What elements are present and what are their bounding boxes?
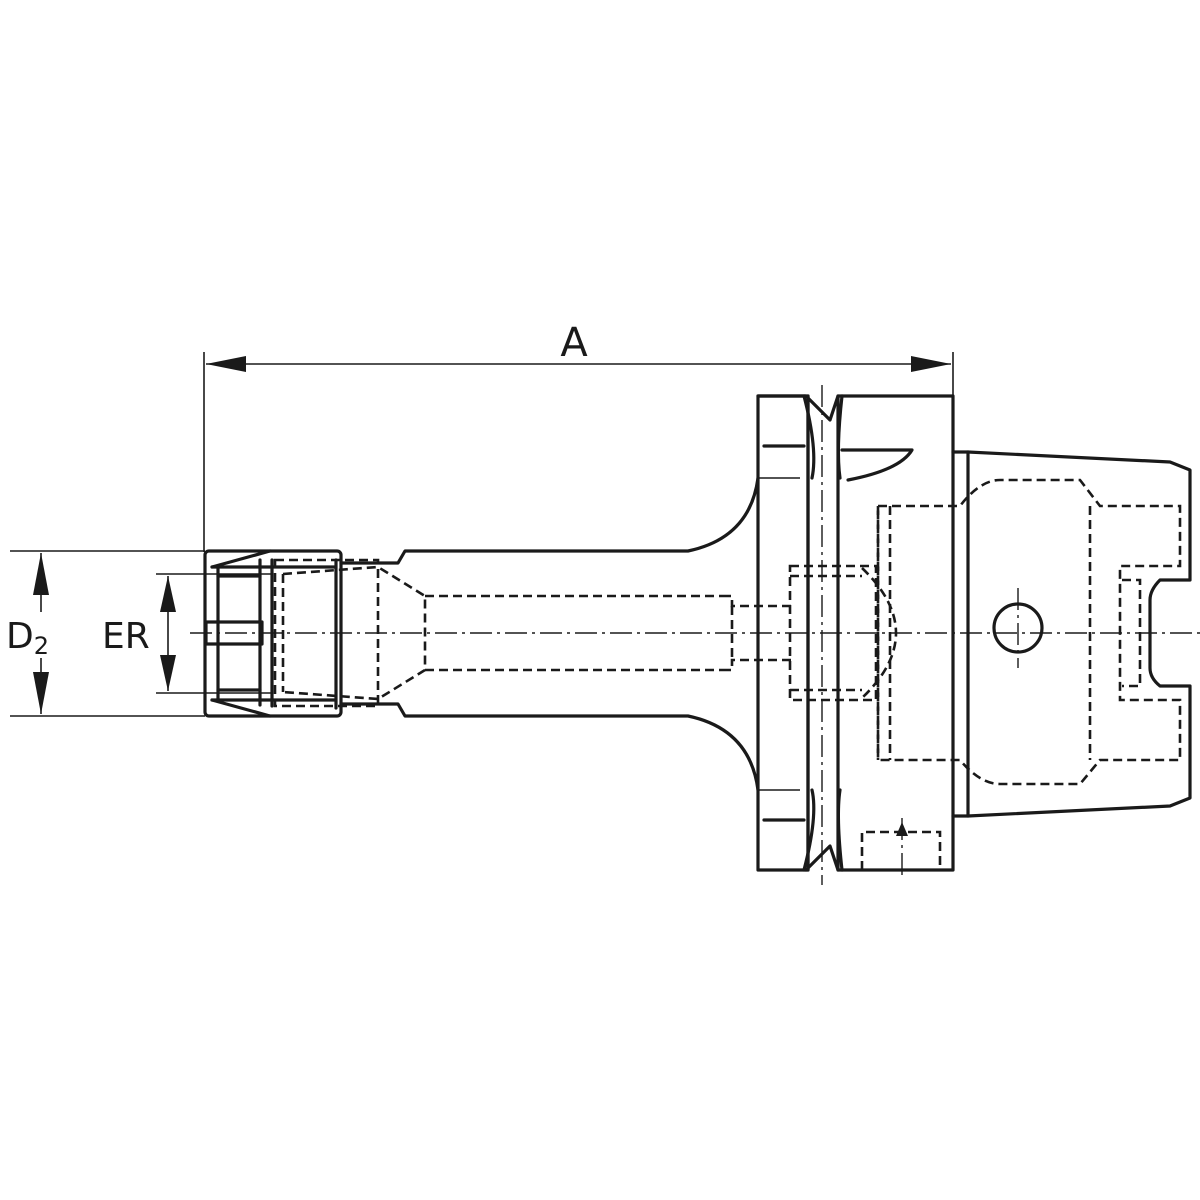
label-er: ER	[102, 616, 150, 657]
arrowhead-d2-bottom	[33, 672, 49, 714]
dimension-d2: D2	[4, 550, 205, 717]
draw-bolt	[722, 564, 898, 702]
arrowhead-right	[911, 356, 951, 372]
shank-outline	[339, 476, 760, 792]
collet-nut	[203, 549, 343, 718]
arrowhead-er-top	[160, 576, 176, 612]
arrowhead-er-bottom	[160, 655, 176, 691]
hsk-taper	[876, 450, 1192, 818]
arrowhead-d2-top	[33, 553, 49, 595]
dimension-er: ER	[100, 573, 272, 694]
dimension-a: A	[203, 320, 954, 552]
flange	[756, 385, 955, 885]
label-a: A	[560, 320, 588, 366]
taper-bore	[273, 558, 722, 708]
arrowhead-left	[206, 356, 246, 372]
label-d2: D2	[6, 616, 49, 660]
